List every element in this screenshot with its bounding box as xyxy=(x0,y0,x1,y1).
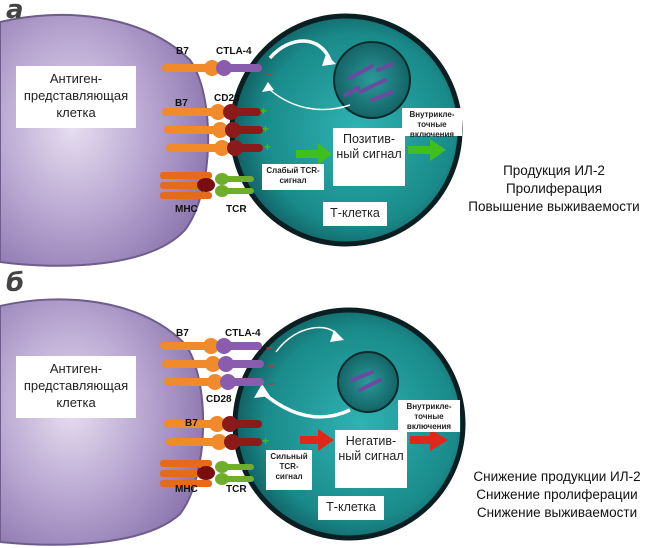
outcome-item: Снижение пролиферации xyxy=(476,487,638,502)
mhc-tcr-complex xyxy=(160,460,254,487)
tcr-signal-arrow xyxy=(300,429,334,451)
minus-sign: – xyxy=(266,340,273,354)
outcome-item: Пролиферация xyxy=(505,181,603,196)
feedback-arrow-top xyxy=(268,39,332,61)
tcell-label: Т-клетка xyxy=(323,202,387,226)
b7-top-label: B7 xyxy=(176,328,189,339)
tcr-label: TCR xyxy=(226,204,247,215)
minus-sign: – xyxy=(268,358,275,372)
chromatin xyxy=(343,62,394,102)
ctla4-label: CTLA-4 xyxy=(225,328,261,339)
mhc-tcr-complex xyxy=(160,172,254,199)
b7-top-label: B7 xyxy=(176,46,189,57)
plus-sign: + xyxy=(264,140,272,154)
mhc-label: MHC xyxy=(175,204,198,215)
plus-sign: + xyxy=(260,104,268,118)
mhc-label: MHC xyxy=(175,484,198,495)
tcr-signal-arrow xyxy=(296,143,332,165)
tcr-label: TCR xyxy=(226,484,247,495)
nucleus xyxy=(337,351,399,413)
output-arrow xyxy=(408,139,446,161)
outcome-item: Повышение выживаемости xyxy=(468,199,640,214)
minus-sign: – xyxy=(266,66,273,80)
outcome-list: Продукция ИЛ-2 Пролиферация Повышение вы… xyxy=(448,162,660,216)
cd28-complexes xyxy=(164,416,262,450)
tcell-label: Т-клетка xyxy=(318,496,384,520)
ctla4-complexes xyxy=(160,338,264,390)
feedback-arrow-bottom xyxy=(260,390,351,419)
panel-letter: а xyxy=(6,0,24,25)
output-arrow xyxy=(410,429,448,451)
ctla4-label: CTLA-4 xyxy=(216,46,252,57)
inclusions-label: Внутрикле-точные включения xyxy=(398,400,460,432)
ctla4-molecule xyxy=(226,64,262,72)
outcome-item: Снижение продукции ИЛ-2 xyxy=(473,469,641,484)
tcr-signal-label: Сильный TCR-сигнал xyxy=(266,450,312,490)
outcome-list: Снижение продукции ИЛ-2 Снижение пролифе… xyxy=(450,468,664,522)
b7-lower-label: B7 xyxy=(185,418,198,429)
outcome-item: Снижение выживаемости xyxy=(476,505,638,520)
panel-a: а Антиген-представляющая клетка B7 CTLA-… xyxy=(0,0,660,267)
plus-sign: + xyxy=(262,434,270,448)
tcr-signal-label: Слабый TCR-сигнал xyxy=(262,164,324,190)
cd28-label: CD28 xyxy=(214,93,240,104)
signal-label: Позитив-ный сигнал xyxy=(333,128,405,186)
panel-letter: б xyxy=(6,268,25,298)
panel-b: б Антиген-представляющая клетка B7 CTLA-… xyxy=(0,268,666,548)
b7-molecule xyxy=(162,64,212,72)
apc-label: Антиген-представляющая клетка xyxy=(16,66,136,128)
inclusions-label: Внутрикле-точные включения xyxy=(402,108,462,139)
cd28-label: CD28 xyxy=(206,394,232,405)
minus-sign: – xyxy=(268,376,275,390)
apc-label: Антиген-представляющая клетка xyxy=(16,356,136,418)
outcome-item: Продукция ИЛ-2 xyxy=(503,163,605,178)
chromatin xyxy=(350,370,382,392)
b7-lower-label: B7 xyxy=(175,98,188,109)
signal-label: Негатив-ный сигнал xyxy=(335,430,407,488)
nucleus xyxy=(333,41,411,119)
cd28-complexes xyxy=(162,104,263,156)
plus-sign: + xyxy=(262,122,270,136)
feedback-arrow-bottom xyxy=(267,87,351,111)
